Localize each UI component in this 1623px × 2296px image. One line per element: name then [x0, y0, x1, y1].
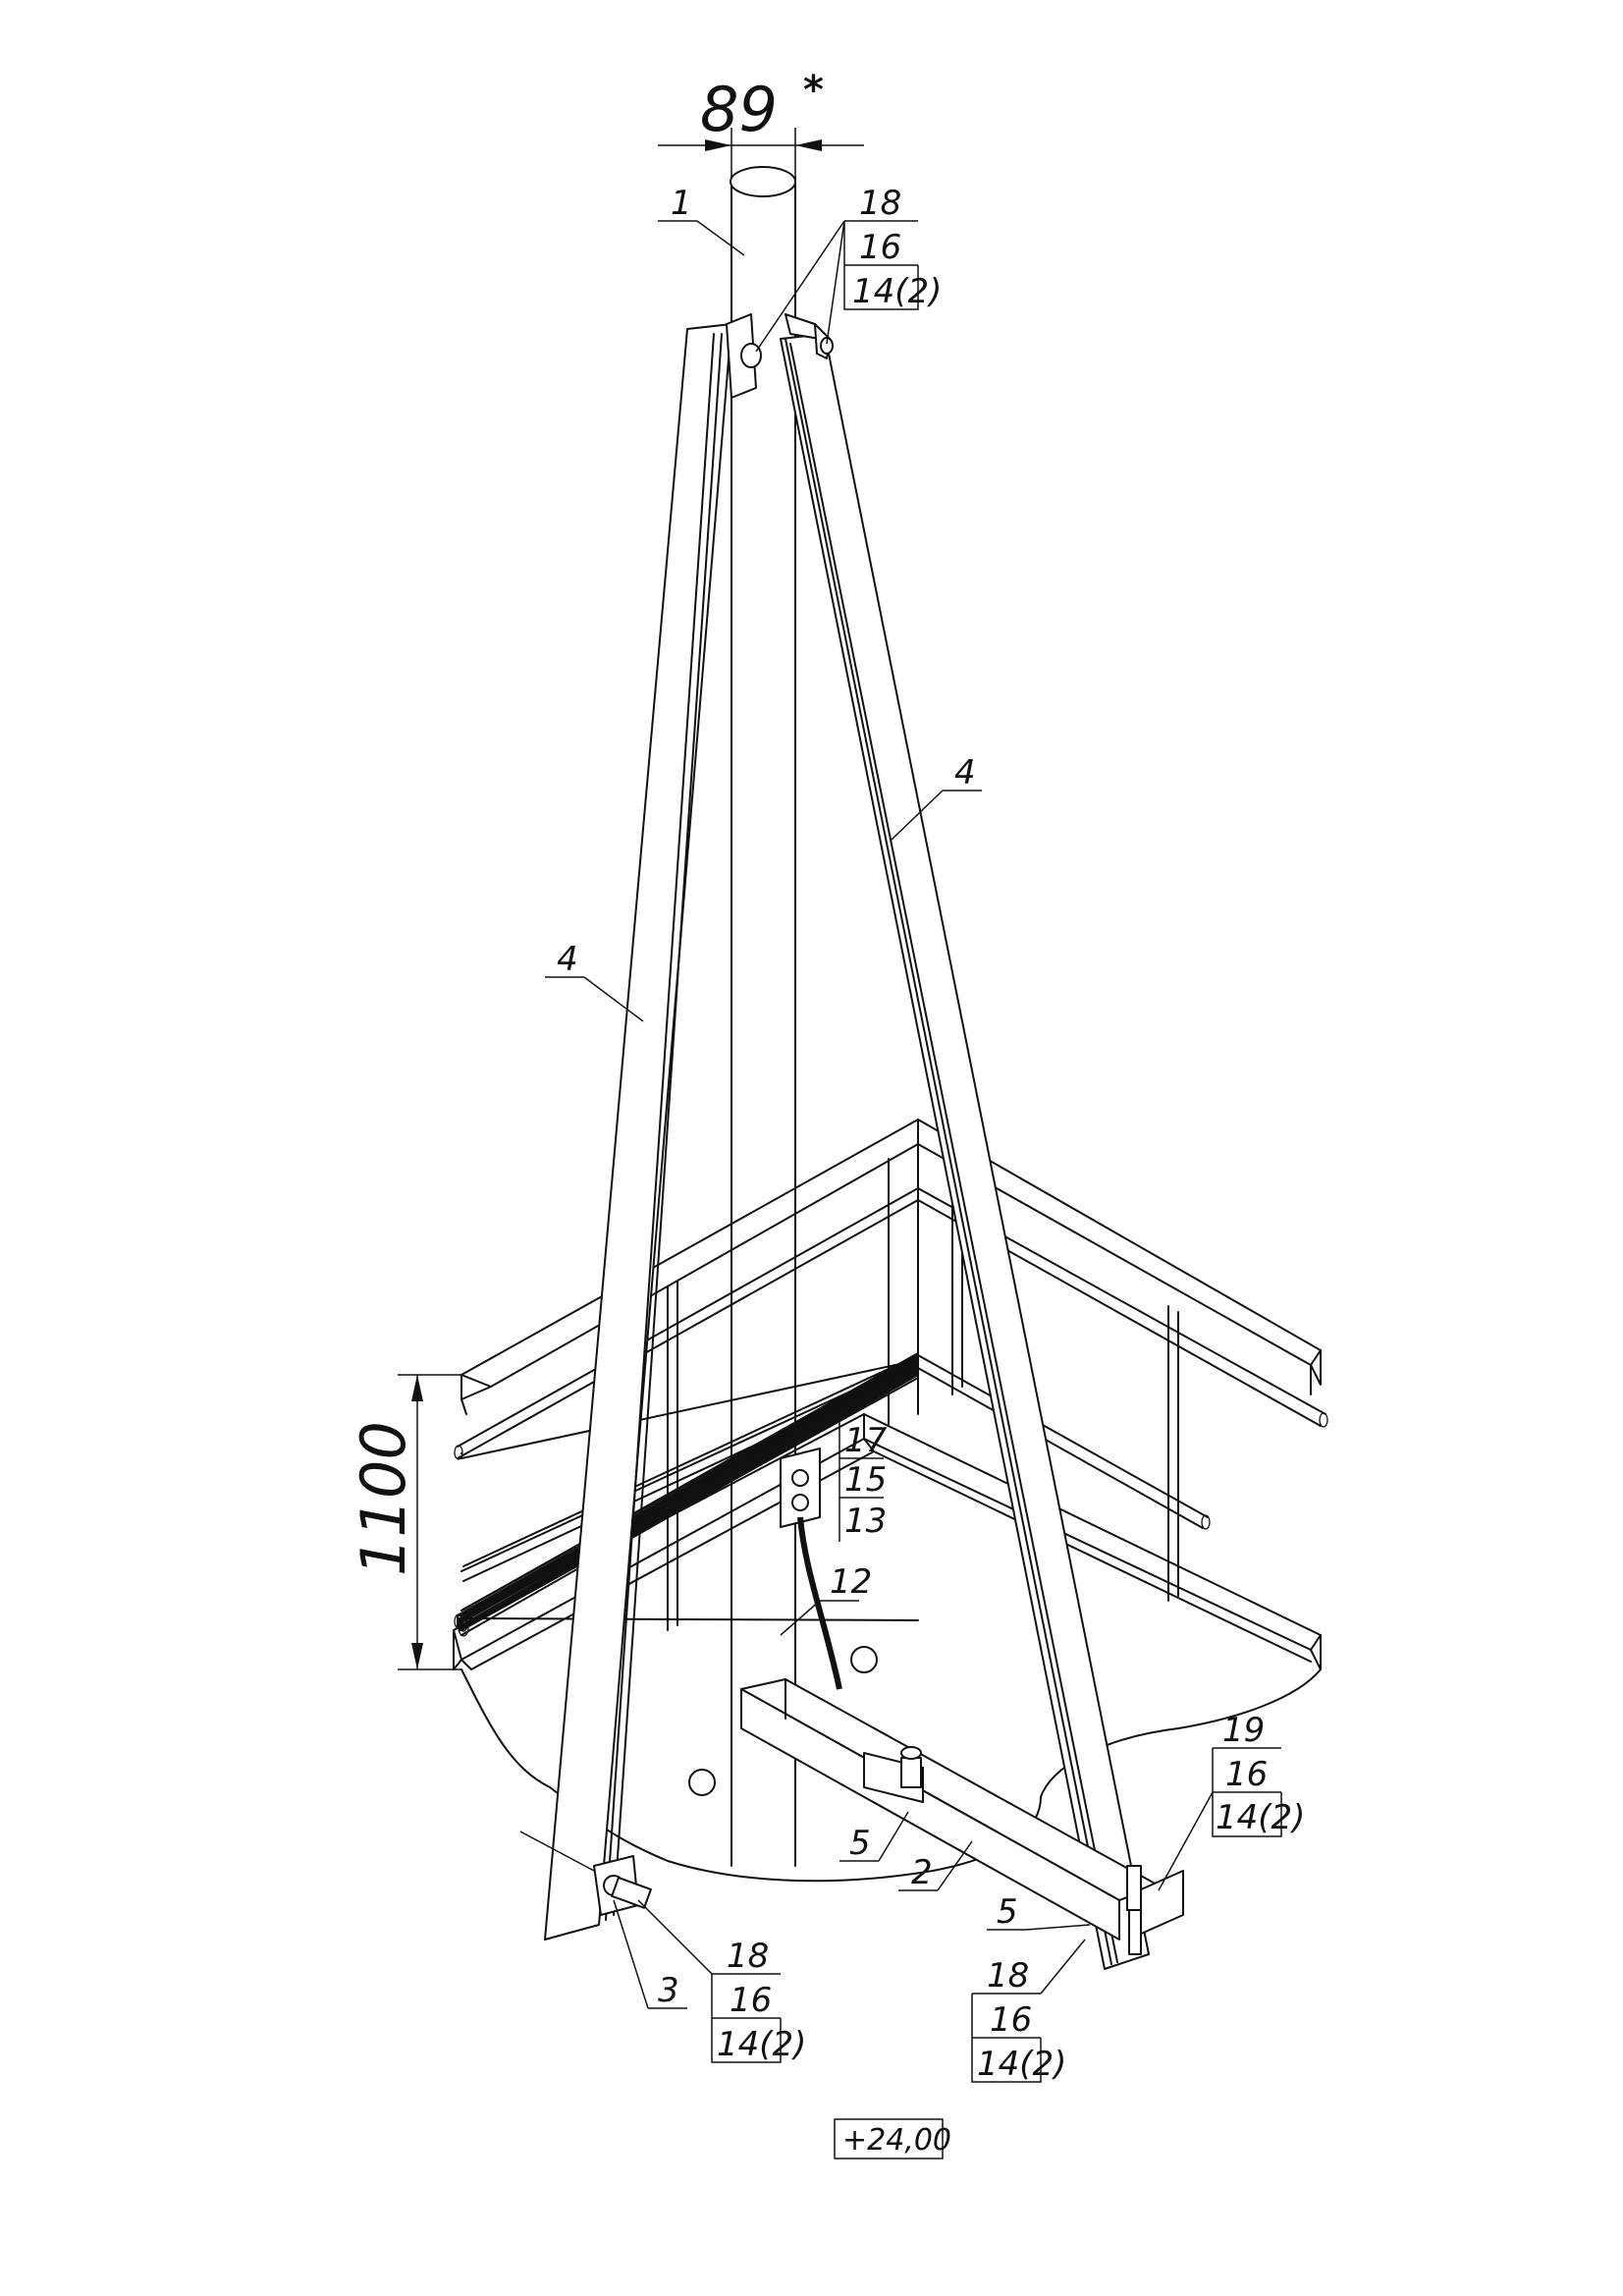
- label-plate-right: 5: [987, 1892, 1091, 1932]
- svg-text:14(2): 14(2): [1216, 1798, 1305, 1837]
- svg-text:1: 1: [671, 184, 692, 223]
- svg-text:14(2): 14(2): [717, 2025, 806, 2064]
- svg-text:18: 18: [727, 1937, 769, 1976]
- mast-pipe: [730, 166, 796, 1867]
- svg-text:17: 17: [844, 1421, 888, 1460]
- svg-text:16: 16: [730, 1981, 772, 2020]
- strut-left: [544, 323, 732, 1941]
- label-pipe: 1: [658, 184, 745, 256]
- dimension-diameter: 89 *: [658, 68, 864, 177]
- top-clamps: [726, 313, 834, 399]
- label-cable: 12: [780, 1562, 872, 1636]
- cable-bracket: [780, 1448, 842, 1690]
- hole-right: [850, 1646, 878, 1673]
- stack-middle: 17 15 13: [839, 1414, 888, 1542]
- svg-text:16: 16: [1225, 1755, 1268, 1794]
- left-intermediate-rails: [454, 1187, 919, 1629]
- svg-text:18: 18: [987, 1956, 1029, 1995]
- label-beam: 2: [898, 1840, 973, 1892]
- svg-text:3: 3: [658, 1971, 679, 2010]
- bottom-bracket: [593, 1855, 652, 1916]
- svg-text:14(2): 14(2): [852, 272, 942, 311]
- svg-text:12: 12: [830, 1562, 872, 1602]
- svg-text:15: 15: [844, 1460, 887, 1500]
- hole-left: [688, 1769, 716, 1796]
- stack-right: 19 16 14(2): [1158, 1711, 1305, 1891]
- svg-text:2: 2: [911, 1853, 933, 1892]
- stack-bottom-left: 18 16 14(2): [637, 1899, 806, 2064]
- label-strut-left: 4: [545, 940, 644, 1022]
- svg-text:4: 4: [557, 940, 578, 979]
- rails-left-visible: [460, 1359, 919, 1621]
- dimension-height: 1100: [348, 1374, 461, 1670]
- label-bracket: 3: [519, 1831, 687, 2010]
- floor-contour: [460, 1668, 1322, 1883]
- svg-text:5: 5: [997, 1892, 1018, 1932]
- diameter-value: 89: [700, 74, 778, 145]
- elevation-value: +24,00: [842, 2123, 951, 2158]
- svg-text:16: 16: [859, 228, 901, 267]
- elevation-mark: +24,00: [834, 2118, 951, 2159]
- label-plate-left: 5: [839, 1811, 909, 1863]
- height-value: 1100: [348, 1421, 419, 1576]
- stack-bottom-right: 18 16 14(2): [971, 1939, 1086, 2084]
- svg-text:14(2): 14(2): [977, 2045, 1066, 2084]
- label-strut-right: 4: [891, 753, 982, 841]
- svg-text:18: 18: [859, 184, 901, 223]
- stack-top: 18 16 14(2): [755, 184, 942, 353]
- svg-text:4: 4: [954, 753, 976, 793]
- beam: [740, 1678, 1184, 1955]
- diameter-mark: *: [803, 68, 824, 113]
- svg-text:19: 19: [1222, 1711, 1265, 1750]
- svg-text:16: 16: [990, 2000, 1032, 2040]
- cable: [797, 1516, 842, 1690]
- svg-text:13: 13: [844, 1502, 887, 1541]
- svg-text:5: 5: [849, 1824, 871, 1863]
